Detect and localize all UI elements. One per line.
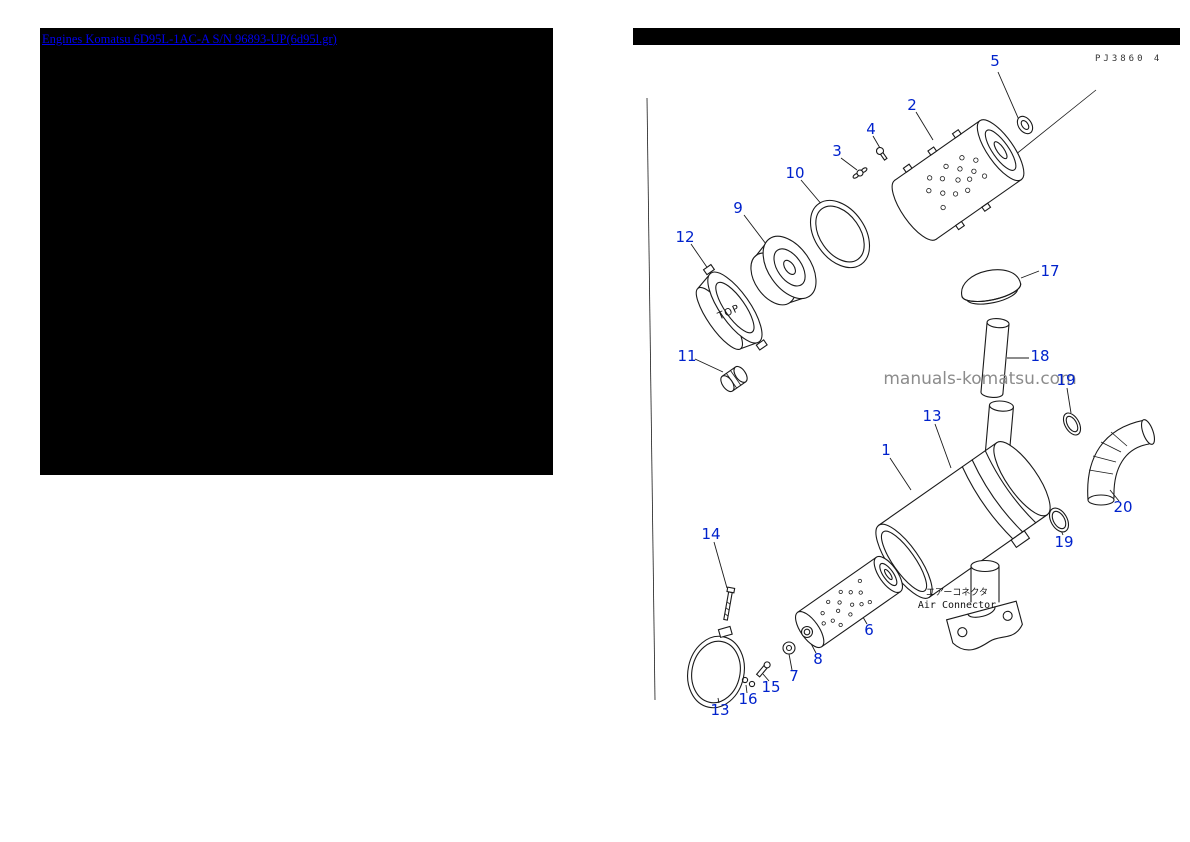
callout-5[interactable]: 5 (990, 52, 1000, 70)
leader-lines (690, 71, 1120, 704)
part-plug-5 (1016, 115, 1034, 135)
callout-2[interactable]: 2 (907, 96, 917, 114)
callout-17[interactable]: 17 (1040, 262, 1059, 280)
part-bolt-14 (723, 586, 736, 621)
parts-list-panel: Engines Komatsu 6D95L-1AC-A S/N 96893-UP… (40, 28, 553, 475)
part-outer-element-2 (891, 119, 1025, 241)
plate-code: PJ3860 4 (1095, 54, 1162, 64)
callout-19b[interactable]: 19 (1054, 533, 1073, 551)
part-ring-19a (1062, 412, 1082, 436)
diagram-panel: PJ3860 4 (633, 28, 1180, 790)
manual-link[interactable]: Engines Komatsu 6D95L-1AC-A S/N 96893-UP… (42, 32, 337, 46)
callout-6[interactable]: 6 (864, 621, 874, 639)
callout-16[interactable]: 16 (738, 690, 757, 708)
callout-19a[interactable]: 19 (1056, 371, 1075, 389)
part-cone-9 (750, 235, 817, 306)
exploded-diagram: PJ3860 4 (633, 28, 1180, 719)
callout-18[interactable]: 18 (1030, 347, 1049, 365)
callouts: 5 2 4 3 10 9 12 17 11 18 19 13 1 20 19 1… (675, 52, 1132, 719)
callout-13a[interactable]: 13 (922, 407, 941, 425)
diagram-top-bar (633, 28, 1180, 45)
part-cap-12 (695, 263, 768, 351)
watermark: manuals-komatsu.com (883, 369, 1076, 389)
connector-label-jp: エアーコネクタ (926, 587, 988, 598)
callout-11[interactable]: 11 (677, 347, 696, 365)
callout-15[interactable]: 15 (761, 678, 780, 696)
part-screw-15 (755, 661, 771, 678)
callout-13b[interactable]: 13 (710, 701, 729, 719)
callout-1[interactable]: 1 (881, 441, 891, 459)
callout-3[interactable]: 3 (832, 142, 842, 160)
callout-20[interactable]: 20 (1113, 498, 1132, 516)
connector-label-en: Air Connector (918, 600, 996, 611)
part-tube-18 (980, 317, 1010, 398)
frame-lines (646, 89, 1097, 701)
part-wingnut-3 (852, 167, 868, 179)
part-washer-7 (782, 641, 796, 655)
part-nut-8 (800, 625, 814, 639)
callout-10[interactable]: 10 (785, 164, 804, 182)
part-nuts-16 (741, 676, 756, 688)
part-bolt-4 (875, 146, 888, 161)
air-connector-part (945, 559, 1023, 651)
callout-14[interactable]: 14 (701, 525, 720, 543)
callout-12[interactable]: 12 (675, 228, 694, 246)
callout-4[interactable]: 4 (866, 120, 876, 138)
callout-8[interactable]: 8 (813, 650, 823, 668)
callout-9[interactable]: 9 (733, 199, 743, 217)
part-sleeve-11 (720, 365, 748, 393)
part-dome-17 (961, 269, 1022, 305)
part-gasket-10 (809, 199, 871, 269)
part-clamp-13 (687, 625, 745, 709)
part-hose-20 (1087, 419, 1156, 506)
part-ring-19b (1048, 507, 1070, 533)
callout-7[interactable]: 7 (789, 667, 799, 685)
